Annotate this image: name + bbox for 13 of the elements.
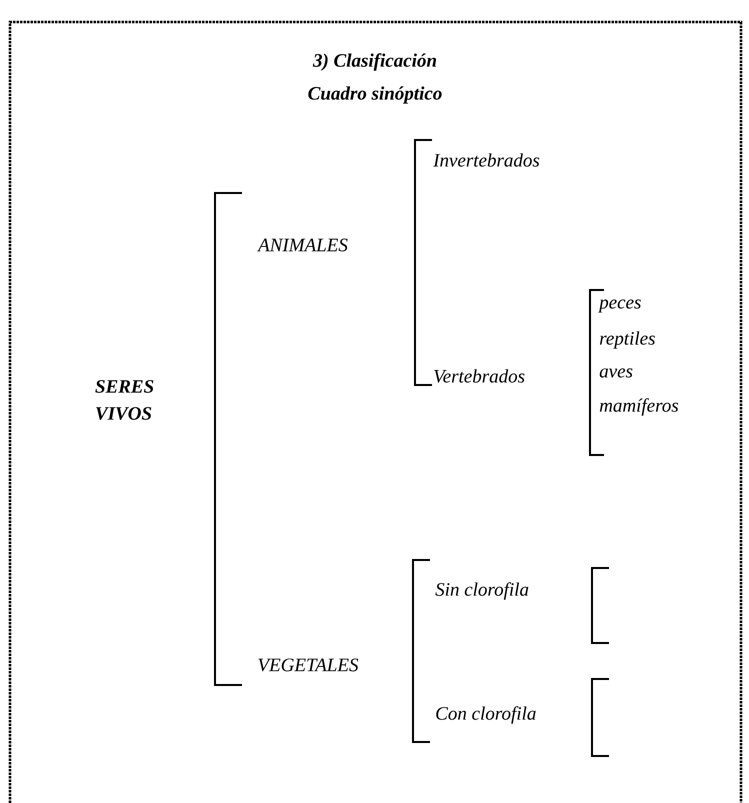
label: reptiles [600, 331, 655, 349]
title: 3) Clasificación [312, 53, 436, 71]
label: Invertebrados [433, 153, 540, 167]
heading: Cuadro sinóptico [308, 86, 442, 104]
label: aves [600, 368, 632, 378]
label: Con clorofila [436, 706, 536, 724]
label: peces [598, 300, 641, 312]
label: mamíferos [600, 398, 678, 416]
label: Vertebrados [434, 369, 524, 383]
label: Sin clorofila [435, 582, 528, 600]
label: SERES VIVOS [95, 380, 154, 420]
label: ANIMALES [257, 238, 348, 252]
label: VEGETALES [258, 658, 358, 672]
